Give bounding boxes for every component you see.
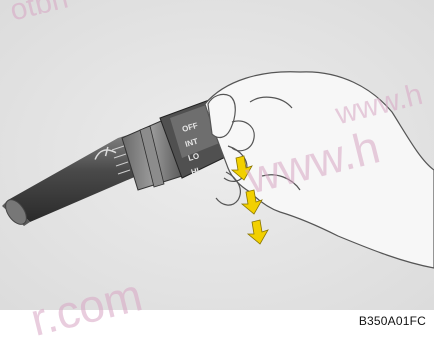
wiper-diagram: OFF INT LO HI www.h www.h r.com otbn B35… — [0, 0, 434, 339]
figure-code: B350A01FC — [359, 314, 426, 328]
